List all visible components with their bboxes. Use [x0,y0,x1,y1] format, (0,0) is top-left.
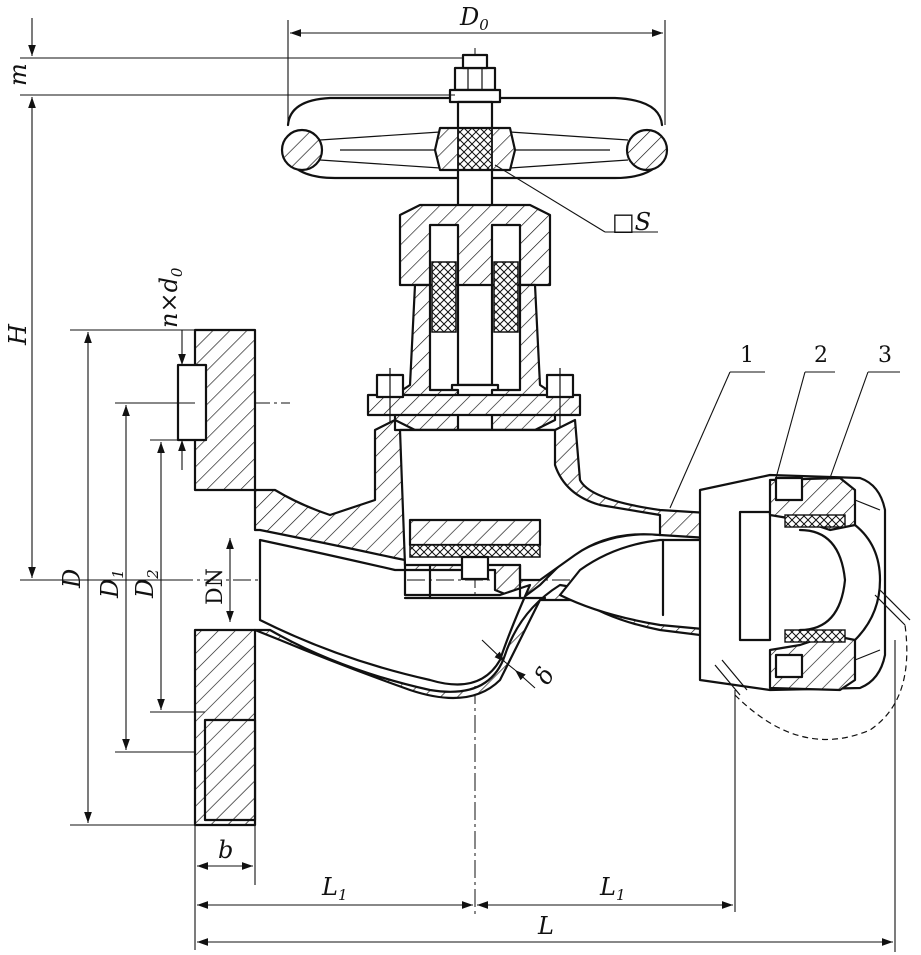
handwheel [280,53,669,180]
handwheel-rim-top [286,96,664,127]
label-S: □S [612,208,651,236]
packing-right [493,261,519,333]
label-D1: D1 [96,569,127,599]
coupling-gasket-top [784,514,846,528]
body-inlet-bore [258,538,532,686]
coupling-inner-curve [798,528,847,632]
leader-part-2 [775,371,806,479]
disc-seal [409,544,541,558]
dim-delta [504,661,516,671]
dimensions [20,18,900,952]
valve-body [176,328,742,827]
label-L1-left: L1 [321,873,347,904]
leader-part-1 [669,371,731,509]
part-number-3: 3 [878,343,892,368]
handwheel-spokes [319,131,629,169]
label-H: H [4,323,32,346]
label-b: b [218,836,233,864]
bonnet [366,203,582,432]
washer [448,88,502,104]
label-D0: D0 [459,3,489,34]
label-m: m [4,63,32,86]
hose-coupling [698,473,911,741]
coupling-gasket-bottom [784,629,846,643]
label-DN: DN [203,568,228,605]
label-D: D [58,569,86,589]
leader-S [494,164,606,233]
label-delta: δ [529,662,560,689]
square-drive [457,127,493,171]
part-number-2: 2 [814,343,828,368]
label-n-d0: n×d0 [155,267,186,328]
coupling-latch [714,659,748,696]
stem-tip [461,53,489,70]
top-nut [453,66,497,92]
handwheel-section-left [280,128,324,172]
coupling-outer-curve [853,523,882,642]
label-L1-right: L1 [599,873,625,904]
labels: D0 m H □S n×d0 D D1 D2 DN δ b L1 L1 L 1 … [4,3,892,940]
leader-part-3 [829,371,869,479]
packing-left [431,261,457,333]
label-D2: D2 [131,569,162,599]
part-number-1: 1 [740,343,754,368]
disc-nut [460,555,490,581]
gland-nut [398,203,552,287]
bonnet-flange [366,393,582,417]
label-L: L [537,912,554,940]
handwheel-section-right [625,128,669,172]
valve-disc [408,518,542,547]
coupling-swing-arc [734,624,908,741]
stem-upper [456,100,494,130]
